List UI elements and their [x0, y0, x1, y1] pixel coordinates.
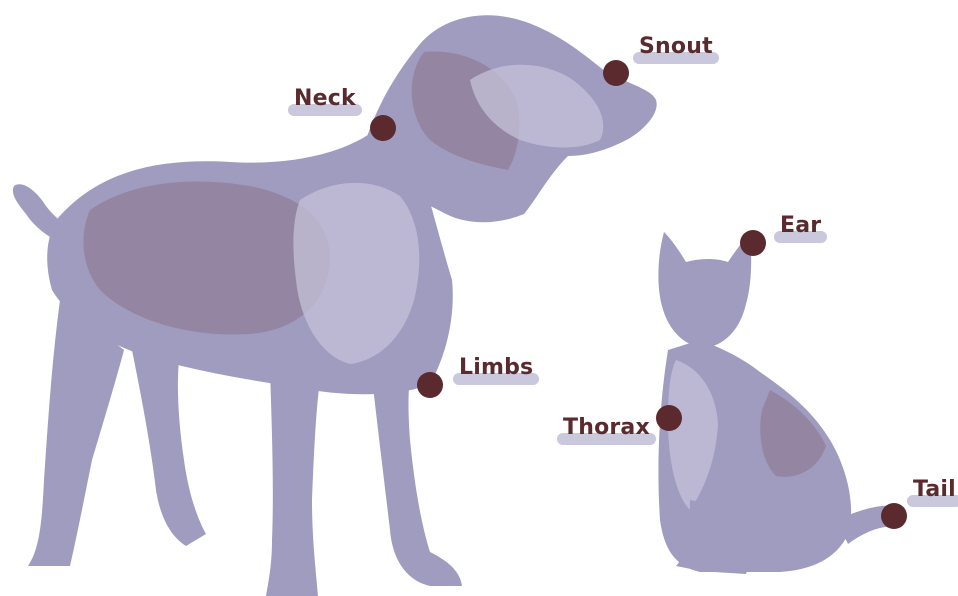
- snout-marker: [603, 60, 629, 86]
- tail-label-text: Tail: [913, 477, 956, 502]
- snout-label: Snout: [639, 34, 713, 60]
- neck-label: Neck: [294, 86, 356, 112]
- limbs-label-text: Limbs: [459, 355, 533, 380]
- limbs-marker: [417, 372, 443, 398]
- cat-figure: [658, 232, 896, 574]
- thorax-label-text: Thorax: [563, 415, 650, 440]
- snout-label-text: Snout: [639, 34, 713, 59]
- thorax-marker: [656, 405, 682, 431]
- thorax-label: Thorax: [563, 415, 650, 441]
- ear-label: Ear: [780, 213, 821, 239]
- limbs-label: Limbs: [459, 355, 533, 381]
- neck-marker: [370, 115, 396, 141]
- neck-label-text: Neck: [294, 86, 356, 111]
- tail-label: Tail: [913, 477, 956, 503]
- ear-label-text: Ear: [780, 213, 821, 238]
- ear-marker: [740, 230, 766, 256]
- tail-marker: [881, 503, 907, 529]
